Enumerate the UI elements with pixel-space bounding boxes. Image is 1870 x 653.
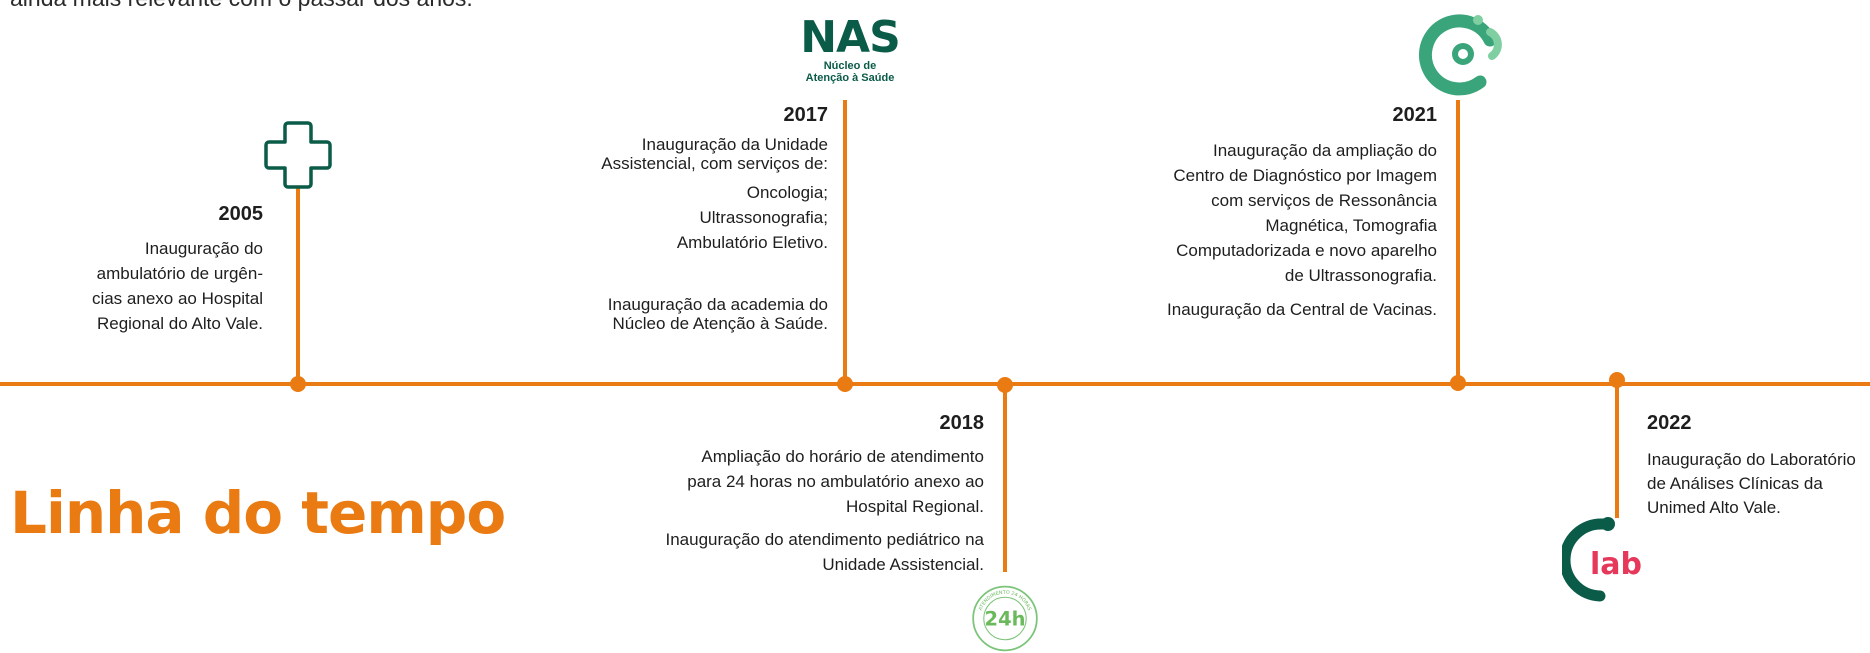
event-2022-line: Inauguração do Laboratório (1647, 450, 1856, 469)
stem-2021 (1456, 100, 1460, 384)
intro-text: ainda mais relevante com o passar dos an… (10, 0, 473, 10)
medical-cross-icon (264, 121, 332, 189)
year-2018: 2018 (939, 412, 985, 434)
timeline-dot-2018 (997, 377, 1013, 393)
event-2021-line: Inauguração da Central de Vacinas. (1167, 300, 1437, 319)
event-2022-line: de Análises Clínicas da (1647, 474, 1823, 493)
event-2018-para2: Inauguração do atendimento pediátrico na… (665, 527, 984, 577)
year-2022: 2022 (1647, 412, 1692, 434)
event-2021-line: Computadorizada e novo aparelho (1176, 241, 1437, 260)
event-2021-para2: Inauguração da Central de Vacinas. (1167, 297, 1437, 322)
timeline-dot-2005 (290, 376, 306, 392)
event-2017-line: Inauguração da Unidade (641, 135, 828, 154)
timeline-dot-2022 (1609, 372, 1625, 388)
event-2005-text: Inauguração do ambulatório de urgên- cia… (92, 236, 263, 336)
nas-logo-main: NAS (800, 12, 901, 63)
timeline-dot-2021 (1450, 375, 1466, 391)
nas-logo: NAS Núcleo de Atenção à Saúde (795, 12, 905, 85)
event-2018-para1: Ampliação do horário de atendimento para… (687, 444, 984, 519)
event-2018-line: Hospital Regional. (846, 497, 984, 516)
event-2017-services: Oncologia; Ultrassonografia; Ambulatório… (677, 180, 828, 255)
event-2005-line: Inauguração do (144, 239, 263, 258)
stem-2017 (843, 100, 847, 384)
lab-logo-text: lab (1590, 547, 1642, 582)
event-2022-para1: Inauguração do Laboratório de Análises C… (1647, 448, 1856, 520)
timeline-dot-2017 (837, 376, 853, 392)
page-title: Linha do tempo (10, 479, 506, 547)
timeline-axis (0, 382, 1870, 386)
stem-2022 (1615, 380, 1619, 518)
event-2017-para2: Inauguração da academia do Núcleo de Ate… (608, 295, 828, 333)
event-2005-line: ambulatório de urgên- (96, 264, 263, 283)
lab-logo-icon: lab (1562, 517, 1642, 602)
event-2018-line: para 24 horas no ambulatório anexo ao (687, 472, 984, 491)
event-2021-line: de Ultrassonografia. (1284, 266, 1437, 285)
event-2018-line: Ampliação do horário de atendimento (701, 447, 984, 466)
event-2018-line: Unidade Assistencial. (822, 555, 984, 574)
service-item: Ambulatório Eletivo. (676, 233, 828, 252)
event-2018-line: Inauguração do atendimento pediátrico na (665, 530, 984, 549)
event-2021-line: Inauguração da ampliação do (1213, 141, 1437, 160)
service-item: Oncologia; (746, 183, 828, 202)
event-2017-para1: Inauguração da Unidade Assistencial, com… (601, 135, 828, 173)
event-2021-para1: Inauguração da ampliação do Centro de Di… (1173, 138, 1437, 288)
year-2021: 2021 (1392, 104, 1438, 126)
year-2005: 2005 (218, 203, 264, 225)
event-2021-line: com serviços de Ressonância (1211, 191, 1437, 210)
year-2017: 2017 (783, 104, 829, 126)
event-2017-line: Inauguração da academia do (607, 295, 828, 314)
service-item: Ultrassonografia; (699, 208, 828, 227)
badge-24h-text: 24h (985, 608, 1026, 631)
nas-logo-sub: Atenção à Saúde (805, 72, 895, 84)
nas-logo-sub: Núcleo de (823, 60, 877, 72)
24h-badge-icon: 24h ATENDIMENTO 24 HORAS (972, 585, 1038, 652)
stem-2005 (296, 188, 300, 384)
event-2005-line: cias anexo ao Hospital (91, 289, 263, 308)
event-2017-line: Assistencial, com serviços de: (601, 154, 828, 173)
event-2017-line: Núcleo de Atenção à Saúde. (612, 314, 829, 333)
event-2021-line: Centro de Diagnóstico por Imagem (1173, 166, 1437, 185)
stem-2018 (1003, 384, 1007, 572)
diagnostic-center-logo-icon (1418, 14, 1502, 96)
event-2021-line: Magnética, Tomografia (1265, 216, 1437, 235)
event-2005-line: Regional do Alto Vale. (96, 314, 263, 333)
event-2022-line: Unimed Alto Vale. (1647, 498, 1781, 517)
